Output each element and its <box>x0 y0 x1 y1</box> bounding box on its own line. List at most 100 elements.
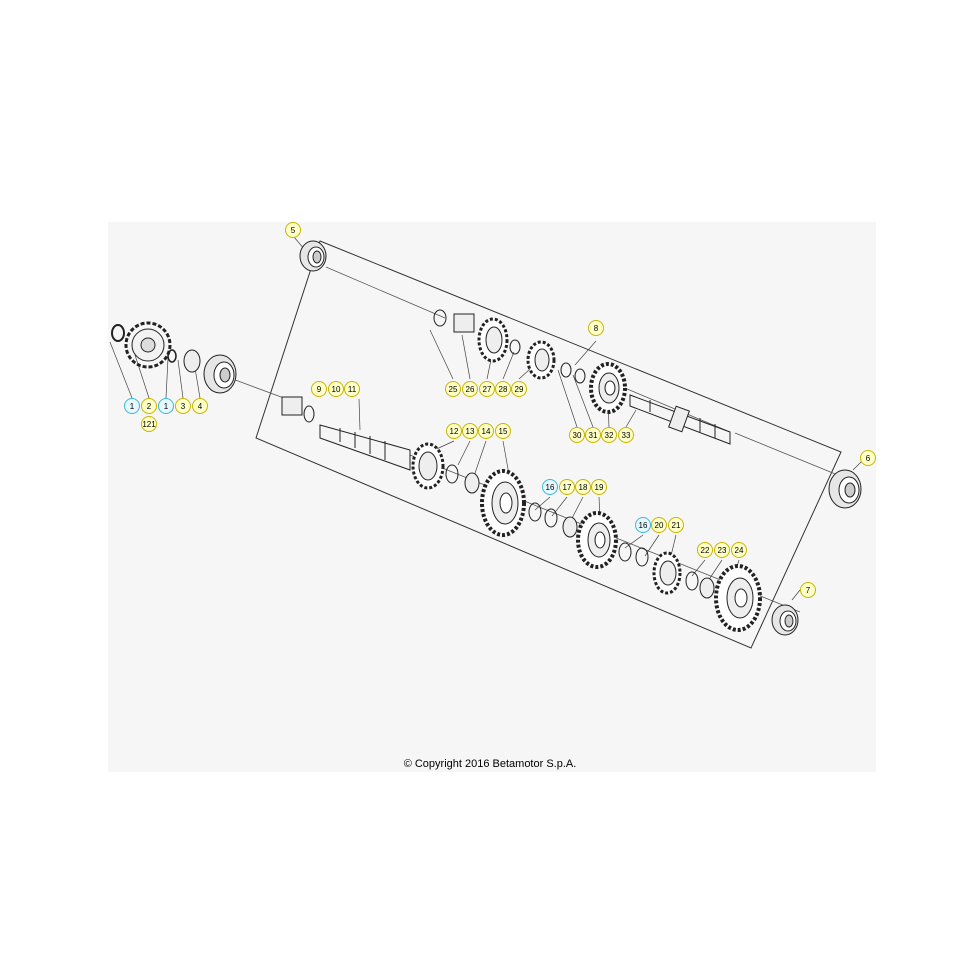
washer-10 <box>303 405 315 423</box>
callout-30: 30 <box>569 427 585 443</box>
callout-label: 29 <box>515 385 524 394</box>
callout-label: 32 <box>605 431 614 440</box>
parts <box>111 240 862 636</box>
bearing-5 <box>299 240 327 272</box>
circlip-30 <box>560 362 572 378</box>
gear-27 <box>477 317 509 363</box>
circlip-16b <box>618 542 632 562</box>
washer-28 <box>509 339 521 355</box>
sprocket-2 <box>124 321 172 369</box>
washer-17 <box>544 508 558 528</box>
callout-16: 16 <box>635 517 651 533</box>
gear-15 <box>480 469 526 537</box>
callout-label: 20 <box>655 521 664 530</box>
callout-27: 27 <box>479 381 495 397</box>
callout-25: 25 <box>445 381 461 397</box>
gear-21 <box>652 551 682 595</box>
bushing-26 <box>453 313 475 333</box>
callout-2: 2 <box>141 398 157 414</box>
callout-label: 1 <box>130 402 135 411</box>
callout-label: 22 <box>701 546 710 555</box>
callout-24: 24 <box>731 542 747 558</box>
callout-label: 26 <box>466 385 475 394</box>
callout-17: 17 <box>559 479 575 495</box>
callout-23: 23 <box>714 542 730 558</box>
washer-20 <box>635 547 649 567</box>
callout-12: 12 <box>446 423 462 439</box>
callout-label: 30 <box>573 431 582 440</box>
callout-28: 28 <box>495 381 511 397</box>
callout-label: 13 <box>466 427 475 436</box>
gear-29 <box>526 340 556 380</box>
callout-21: 21 <box>668 517 684 533</box>
washer-22 <box>685 571 699 591</box>
callout-label: 14 <box>482 427 491 436</box>
callout-26: 26 <box>462 381 478 397</box>
main-shaft-11 <box>319 424 411 471</box>
callout-label: 16 <box>639 521 648 530</box>
copyright-text: © Copyright 2016 Betamotor S.p.A. <box>403 758 577 770</box>
callout-label: 23 <box>718 546 727 555</box>
callout-10: 10 <box>328 381 344 397</box>
callout-label: 12 <box>450 427 459 436</box>
bearing-7 <box>771 604 799 636</box>
callout-14: 14 <box>478 423 494 439</box>
callout-label: 121 <box>142 420 156 429</box>
circlip-1 <box>111 324 125 342</box>
callout-13: 13 <box>462 423 478 439</box>
callout-label: 19 <box>595 483 604 492</box>
washer-13 <box>445 464 459 484</box>
callout-3: 3 <box>175 398 191 414</box>
bushing-23 <box>699 577 715 599</box>
callout-label: 9 <box>317 385 322 394</box>
assembly-frame <box>255 240 842 649</box>
callout-label: 17 <box>563 483 572 492</box>
callout-6: 6 <box>860 450 876 466</box>
gear-24 <box>714 564 762 632</box>
callout-1: 1 <box>158 398 174 414</box>
callout-label: 10 <box>332 385 341 394</box>
callout-18: 18 <box>575 479 591 495</box>
circlip-1b <box>167 349 177 363</box>
callout-label: 1 <box>164 402 169 411</box>
leader-lines <box>109 236 865 601</box>
callout-19: 19 <box>591 479 607 495</box>
callout-label: 25 <box>449 385 458 394</box>
callout-22: 22 <box>697 542 713 558</box>
callout-label: 6 <box>866 454 871 463</box>
callout-label: 27 <box>483 385 492 394</box>
callout-label: 2 <box>147 402 152 411</box>
callout-8: 8 <box>588 320 604 336</box>
callout-121: 121 <box>141 416 157 432</box>
callout-label: 33 <box>622 431 631 440</box>
callout-29: 29 <box>511 381 527 397</box>
bearing-4 <box>203 354 237 394</box>
washer-31 <box>574 368 586 384</box>
callout-5: 5 <box>285 222 301 238</box>
callout-label: 24 <box>735 546 744 555</box>
counter-shaft-33 <box>629 394 731 445</box>
callout-label: 31 <box>589 431 598 440</box>
callout-label: 7 <box>806 586 811 595</box>
callout-label: 16 <box>546 483 555 492</box>
callout-label: 15 <box>499 427 508 436</box>
callout-1: 1 <box>124 398 140 414</box>
washer-25 <box>433 309 447 327</box>
callout-label: 8 <box>594 324 599 333</box>
callout-9: 9 <box>311 381 327 397</box>
callout-label: 28 <box>499 385 508 394</box>
bushing-18 <box>562 516 578 538</box>
callout-31: 31 <box>585 427 601 443</box>
callout-11: 11 <box>344 381 360 397</box>
callout-33: 33 <box>618 427 634 443</box>
callout-20: 20 <box>651 517 667 533</box>
bearing-6 <box>828 469 862 509</box>
callout-7: 7 <box>800 582 816 598</box>
bushing-14 <box>464 472 480 494</box>
callout-label: 18 <box>579 483 588 492</box>
gear-12 <box>411 442 445 490</box>
callout-label: 4 <box>198 402 203 411</box>
gear-32 <box>589 362 627 414</box>
